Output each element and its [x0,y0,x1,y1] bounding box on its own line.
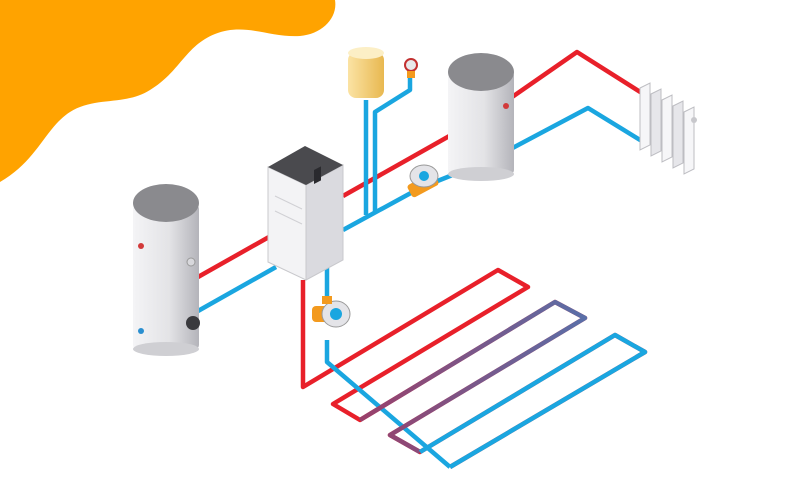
tank-right [448,53,514,181]
radiator [639,82,697,175]
boiler-panel-line [274,195,303,210]
pump-main-dial-icon [330,308,342,320]
radiator-valve-icon [691,117,697,123]
floor-loop-cool [418,332,648,469]
tank-left-valve-icon [138,243,144,249]
tank-right-valve-icon [503,103,509,109]
tank-left [133,184,200,356]
pipe-radiator-supply [503,49,647,104]
pump-main-fitting [322,296,332,304]
tank-right-bottom [448,167,514,181]
air-vent [404,58,418,78]
underfloor-heating-circuit [300,267,648,469]
tank-right-top [448,53,514,91]
floor-loop-return [324,340,452,469]
pump-upper [407,164,439,198]
tank-left-thermometer-icon [186,257,196,267]
expansion-vessel-body [348,52,384,98]
pipe-network [196,49,647,313]
expansion-vessel-top [348,47,384,59]
tank-left-body [133,205,199,349]
floor-loop-mixed [358,299,588,454]
boiler-display-icon [314,166,321,185]
decorative-orange-blob [0,0,336,182]
tank-left-top [133,184,199,222]
radiator-fin [650,88,662,157]
pipe-boiler-tank-right-return [341,165,471,232]
radiator-fin [683,106,695,175]
pipe-tank-left-supply [196,231,278,279]
radiator-fin [661,94,673,163]
floor-loop-supply [300,267,648,469]
tank-right-body [448,72,514,174]
pipe-air-vent [372,78,413,212]
tank-left-bottom [133,342,199,356]
pump-upper-dial-icon [419,171,429,181]
radiator-fin [672,100,684,169]
pipe-boiler-tank-right-supply [341,128,462,198]
boiler-side [305,164,344,281]
pressure-gauge-icon [404,58,418,72]
radiator-fin [639,82,651,151]
expansion-vessel [348,47,384,98]
boiler-panel-line-2 [274,210,303,225]
pipe-tank-left-return [196,265,278,313]
air-vent-fitting [407,71,415,78]
pump-main [312,296,351,328]
boiler [267,146,344,281]
tank-left-port [186,316,200,330]
tank-left-valve-icon-2 [138,328,144,334]
pipe-radiator-return [503,105,647,154]
boiler-top [268,146,343,185]
